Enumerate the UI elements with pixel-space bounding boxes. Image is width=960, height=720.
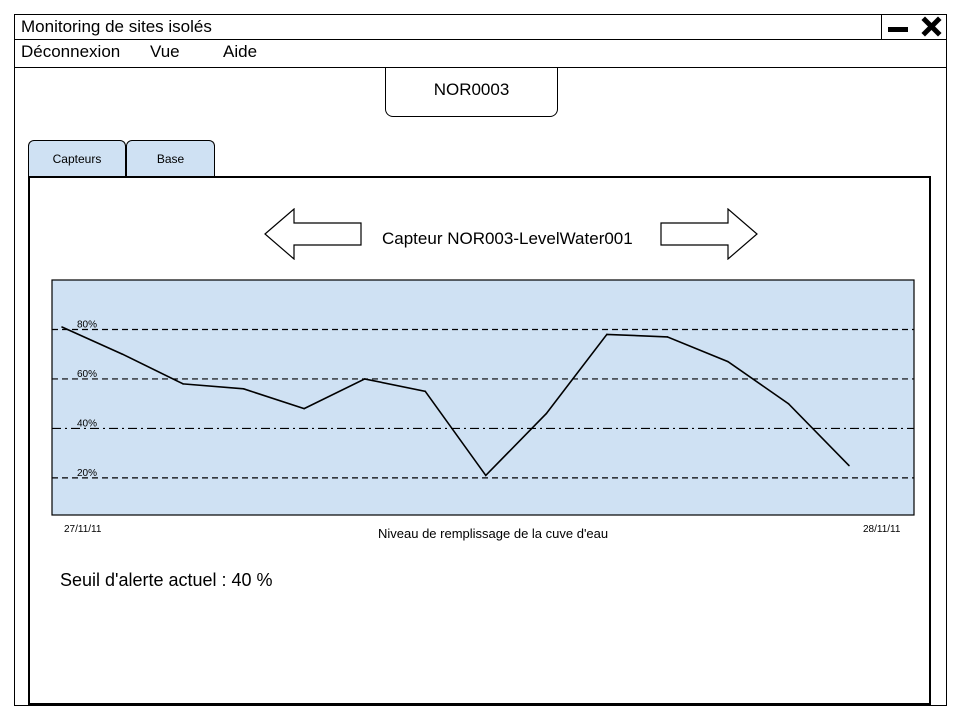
tab-base[interactable]: Base <box>126 140 215 177</box>
alert-threshold-text: Seuil d'alerte actuel : 40 % <box>60 570 273 590</box>
close-icon <box>921 16 942 37</box>
site-code-label: NOR0003 <box>385 68 558 117</box>
menu-bar: Déconnexion Vue Aide <box>15 39 946 68</box>
data-point <box>424 390 427 393</box>
y-tick-label: 80% <box>77 319 97 330</box>
data-point <box>242 388 245 390</box>
title-bar: Monitoring de sites isolés <box>15 15 946 40</box>
tab-capteurs[interactable]: Capteurs <box>28 140 126 177</box>
app-window: Monitoring de sites isolés Déconnexion V… <box>14 14 947 706</box>
data-point <box>545 412 548 415</box>
series-line <box>61 326 850 477</box>
y-tick-label: 40% <box>77 418 97 429</box>
menu-vue[interactable]: Vue <box>150 42 180 61</box>
menu-aide[interactable]: Aide <box>223 42 258 61</box>
data-point <box>61 326 63 328</box>
data-point <box>666 336 669 338</box>
close-button[interactable] <box>915 15 948 39</box>
window-title: Monitoring de sites isolés <box>21 17 212 36</box>
x-axis-label: Niveau de remplissage de la cuve d'eau <box>378 526 609 541</box>
y-tick-label: 60% <box>77 369 97 380</box>
data-point <box>121 353 124 356</box>
data-point <box>787 402 790 405</box>
data-point <box>182 383 184 385</box>
data-point <box>484 474 487 477</box>
minimize-button[interactable] <box>881 15 916 39</box>
chart-plot-area <box>51 279 915 516</box>
minimize-icon <box>888 27 908 32</box>
data-point <box>303 407 305 410</box>
sensor-panel: Capteur NOR003-LevelWater001 80% 60% 40% 20… <box>28 176 931 705</box>
menu-deconnexion[interactable]: Déconnexion <box>21 42 121 61</box>
sensor-title: Capteur NOR003-LevelWater001 <box>382 229 633 248</box>
next-sensor-arrow-icon[interactable] <box>660 208 758 260</box>
data-point <box>727 360 729 363</box>
y-tick-label: 20% <box>77 468 97 479</box>
data-point <box>848 464 850 467</box>
x-start-label: 27/11/11 <box>64 524 102 535</box>
x-end-label: 28/11/11 <box>863 524 901 535</box>
previous-sensor-arrow-icon[interactable] <box>264 208 362 260</box>
data-point <box>606 333 608 336</box>
data-point <box>363 378 366 380</box>
water-level-chart: 80% 60% 40% 20% <box>51 279 915 516</box>
